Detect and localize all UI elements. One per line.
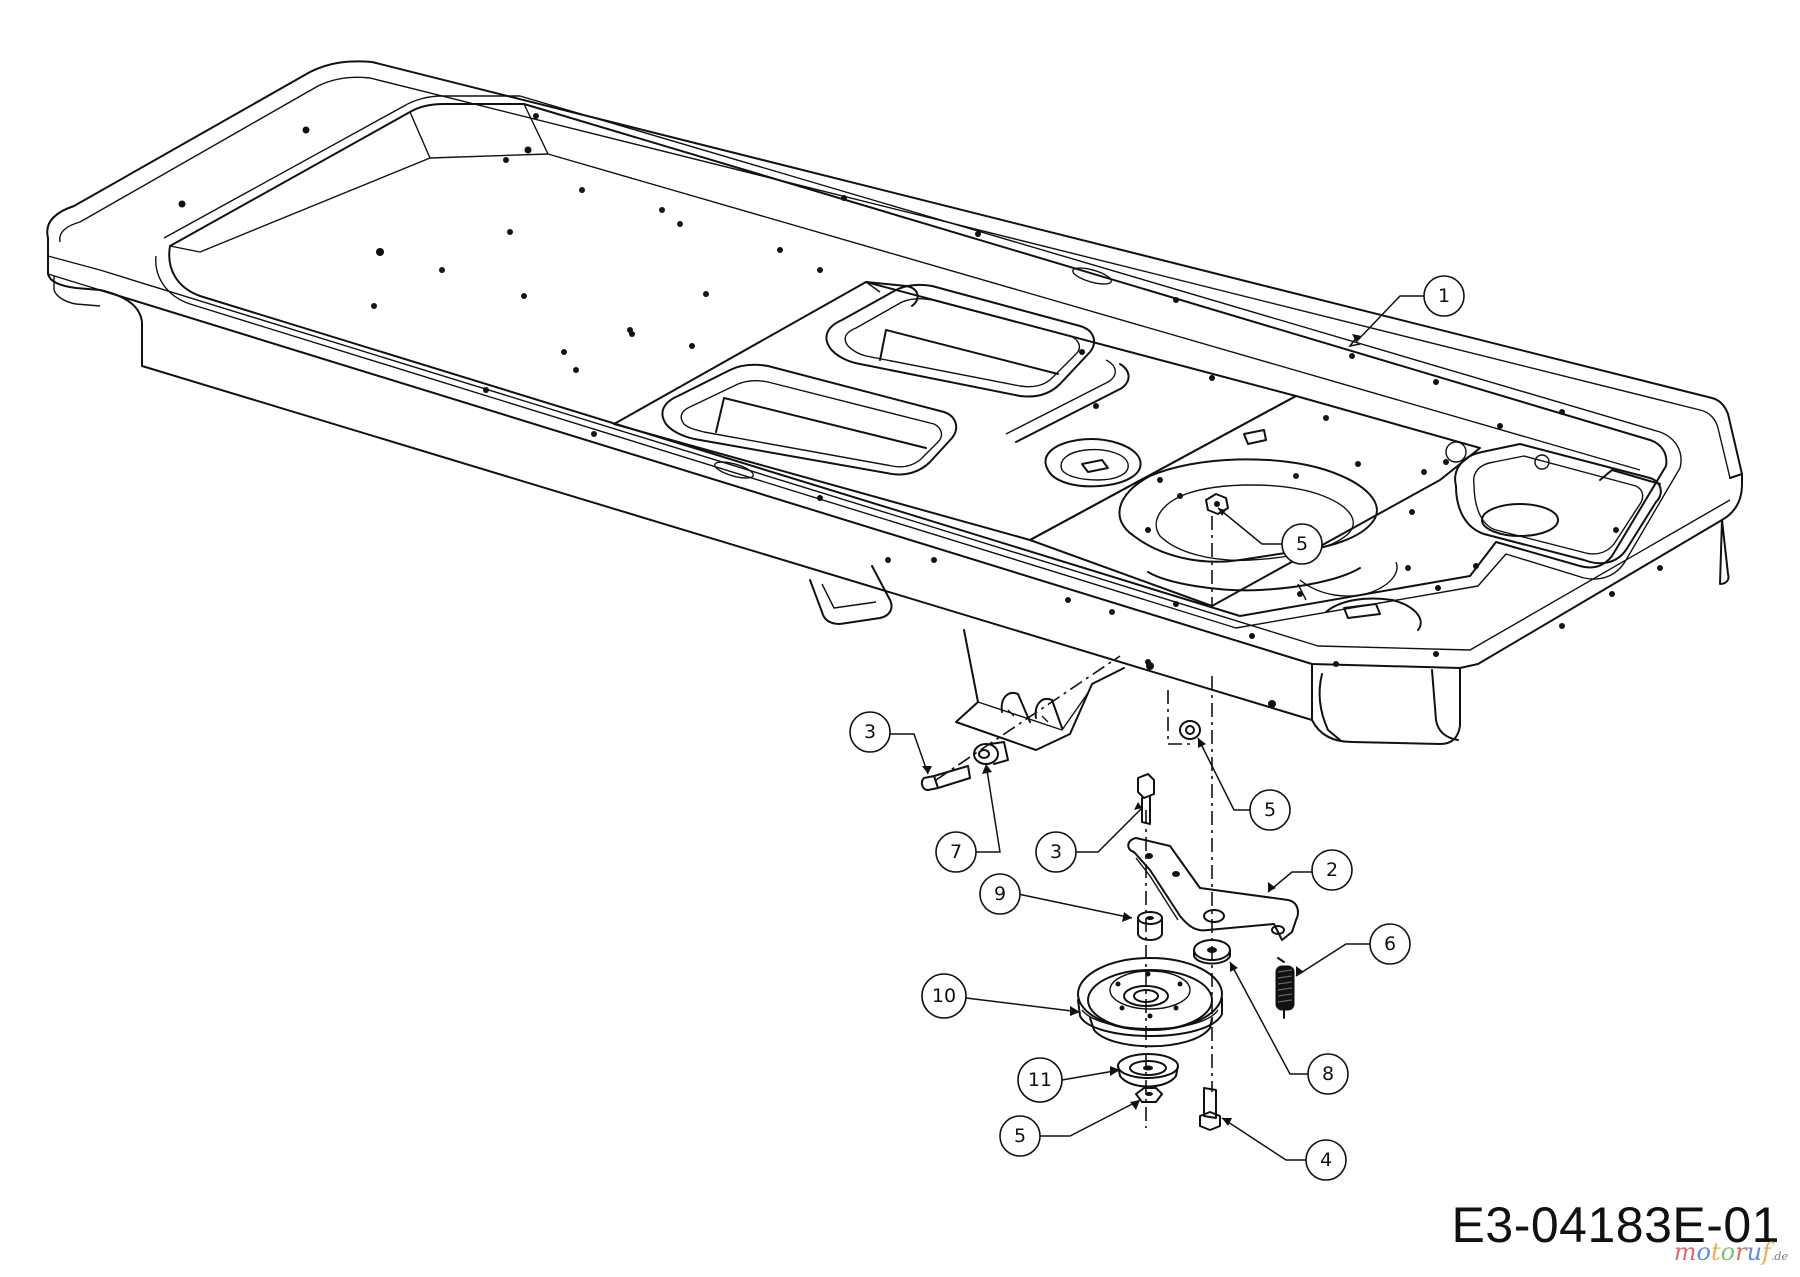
- callout-9: 9: [979, 873, 1021, 915]
- frame-front-top-edge: [47, 237, 1743, 669]
- callout-6: 6: [1369, 923, 1411, 965]
- callout-9-label: 9: [994, 883, 1006, 905]
- frame-rear-panel: [1029, 395, 1481, 607]
- callout-3-mid: 3: [1035, 831, 1077, 873]
- diagram-code: E3-04183E-01: [1451, 1197, 1780, 1253]
- frame-outer-rim: [46, 60, 1743, 479]
- spacer-7: [973, 741, 1009, 765]
- frame-part: [46, 60, 1743, 751]
- callout-8: 8: [1307, 1053, 1349, 1095]
- callout-1: 1: [1423, 275, 1465, 317]
- bolt-4: [1199, 1087, 1221, 1131]
- callout-5-right: 5: [1249, 789, 1291, 831]
- nut-5-right: [1179, 720, 1201, 740]
- frame-front-inner-edge: [47, 255, 1731, 651]
- idler-pulley-10: [1077, 957, 1223, 1048]
- frame-bracket-center: [955, 629, 1125, 751]
- callout-7: 7: [935, 831, 977, 873]
- frame-front-drop: [99, 289, 1461, 745]
- callout-1-label: 1: [1438, 285, 1450, 307]
- callout-4-label: 4: [1320, 1149, 1332, 1171]
- callout-7-label: 7: [950, 841, 962, 863]
- callout-10: 10: [921, 973, 967, 1019]
- frame-inner-rim: [59, 76, 1731, 479]
- frame-large-opening: [1118, 458, 1378, 563]
- bolt-3-mid: [1137, 773, 1155, 825]
- nut-5-frame: [1205, 493, 1229, 515]
- callout-5-frame: 5: [1281, 523, 1323, 565]
- callout-8-label: 8: [1322, 1063, 1334, 1085]
- callout-2-label: 2: [1326, 859, 1338, 881]
- spacer-9: [1137, 911, 1163, 941]
- washer-8: [1193, 939, 1231, 965]
- callout-5-bottom-label: 5: [1014, 1125, 1026, 1147]
- frame-raised-pad-upper: [825, 283, 1096, 398]
- frame-raised-pad-lower: [661, 363, 958, 476]
- callout-3-mid-label: 3: [1050, 841, 1062, 863]
- frame-bracket-left: [809, 565, 893, 625]
- callout-11-label: 11: [1028, 1069, 1052, 1091]
- callout-6-label: 6: [1384, 933, 1396, 955]
- spring-6: [1275, 957, 1295, 1019]
- callout-2: 2: [1311, 849, 1353, 891]
- pivot-arm-2: [1127, 837, 1299, 941]
- rim-slot-lower: [714, 461, 754, 479]
- rim-slot-upper: [1072, 267, 1112, 285]
- axis-line-bolt7: [935, 655, 1121, 781]
- callout-5-frame-label: 5: [1296, 533, 1308, 555]
- callout-10-label: 10: [932, 985, 956, 1007]
- watermark-logo: motoruf.de: [1673, 1238, 1788, 1266]
- callout-11: 11: [1017, 1057, 1063, 1103]
- callout-5-right-label: 5: [1264, 799, 1276, 821]
- frame-rear-recess: [1454, 443, 1662, 565]
- callout-3-left-label: 3: [864, 721, 876, 743]
- callout-4: 4: [1305, 1139, 1347, 1181]
- nut-5-bottom: [1135, 1087, 1163, 1103]
- bearing-11: [1117, 1053, 1179, 1088]
- callout-3-left: 3: [849, 711, 891, 753]
- callout-5-bottom: 5: [999, 1115, 1041, 1157]
- leader-arrowheads: [922, 334, 1362, 1126]
- frame-tray-outline: [168, 103, 1668, 617]
- frame-holes: [178, 113, 1663, 708]
- frame-mid-panel: [613, 281, 1297, 541]
- bolt-3-left: [920, 765, 971, 791]
